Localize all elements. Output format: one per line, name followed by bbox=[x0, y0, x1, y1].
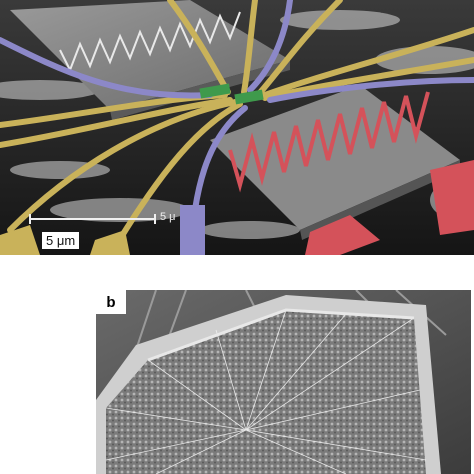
blue-pad-bottom bbox=[180, 205, 205, 255]
scale-label: 5 μm bbox=[42, 232, 80, 249]
scale-label-ghost: 5 μ bbox=[160, 211, 176, 223]
junction-region bbox=[199, 83, 264, 105]
absorber-micrograph bbox=[96, 290, 471, 474]
gold-pad-bottom bbox=[90, 230, 130, 255]
red-pad-left bbox=[305, 215, 380, 255]
device-micrograph bbox=[0, 0, 474, 255]
sem-panel-b bbox=[96, 290, 471, 474]
upper-left-meander bbox=[59, 11, 241, 73]
frame-inner-edge bbox=[147, 308, 415, 362]
gold-pad-bottom-left bbox=[0, 225, 40, 255]
sem-panel-a: 5 μ 5 μm bbox=[0, 0, 474, 255]
red-pad-right bbox=[430, 160, 474, 235]
lower-right-meander bbox=[228, 91, 430, 193]
absorber-surface bbox=[106, 310, 426, 474]
radial-strands bbox=[105, 309, 427, 474]
panel-b-label: b bbox=[96, 290, 126, 314]
